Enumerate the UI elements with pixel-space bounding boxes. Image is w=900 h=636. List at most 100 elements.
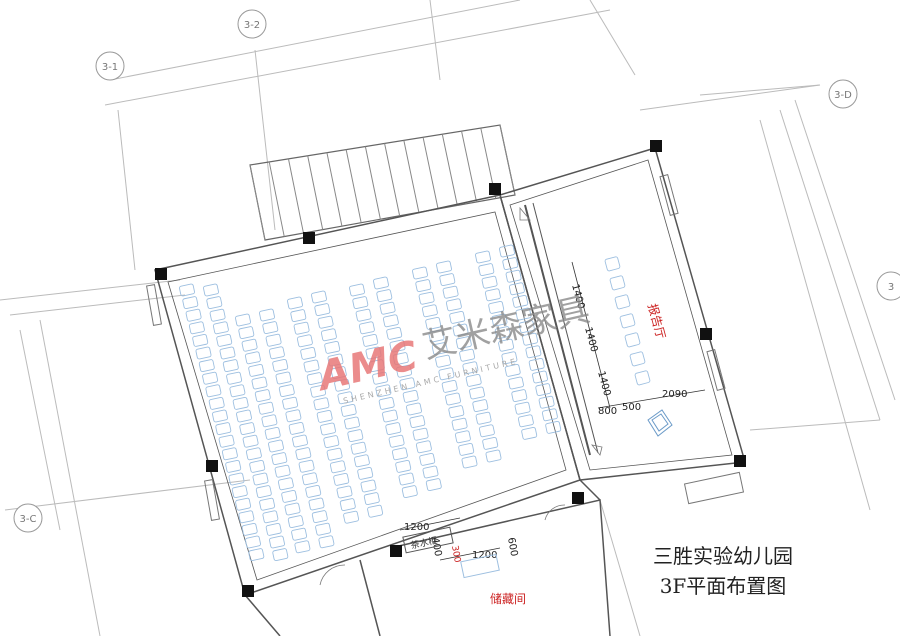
chair [535, 383, 552, 397]
chair [252, 472, 269, 486]
chair [248, 548, 265, 562]
chair [512, 294, 529, 308]
chair [532, 370, 548, 384]
chair [376, 289, 393, 303]
chair [241, 522, 258, 536]
chair [339, 498, 356, 512]
chair [282, 396, 299, 410]
chair [265, 522, 282, 536]
chair [386, 326, 403, 340]
dim-2090: 2090 [662, 389, 687, 400]
dimension-lines [399, 261, 706, 561]
chair [518, 320, 535, 334]
chair [284, 502, 301, 516]
chair [343, 510, 360, 524]
chair [261, 414, 278, 428]
chair [382, 314, 399, 328]
chair [431, 342, 448, 356]
dim-1400-c: 1400 [595, 370, 612, 397]
chair [478, 263, 495, 277]
chair [340, 403, 357, 417]
chair [262, 510, 279, 524]
chair [198, 359, 215, 373]
chair [221, 447, 238, 461]
chair [352, 296, 369, 310]
chair [422, 465, 439, 479]
chair [179, 283, 195, 297]
chair [441, 379, 458, 393]
podium-chair [634, 370, 651, 386]
axis-label-3-2: 3-2 [244, 20, 260, 31]
chair [349, 283, 365, 297]
chair [264, 426, 281, 440]
chair [439, 273, 456, 287]
doors [319, 206, 603, 586]
stair-step [422, 137, 439, 209]
chair [545, 420, 562, 434]
chair [504, 363, 521, 377]
chair [320, 328, 337, 342]
chair [378, 396, 395, 410]
chair [452, 323, 469, 337]
chair [290, 309, 307, 323]
chair [385, 422, 402, 436]
staircase [249, 124, 516, 241]
stair-step [345, 149, 362, 223]
chair [372, 371, 389, 385]
chair [365, 346, 382, 360]
chair [272, 548, 289, 562]
axis-label-3-1: 3-1 [102, 62, 118, 73]
chair [262, 321, 279, 335]
chair [389, 339, 406, 353]
chair [295, 447, 312, 461]
chair [188, 321, 205, 335]
chair [303, 359, 320, 373]
chair [484, 288, 501, 302]
chair [329, 460, 346, 474]
chair [412, 427, 429, 441]
axis-label-3: 3 [888, 282, 894, 293]
chair [317, 315, 334, 329]
chair [229, 384, 246, 398]
chair [195, 346, 212, 360]
lectern [647, 409, 673, 437]
chair [272, 358, 289, 372]
chair [298, 459, 315, 473]
chair [459, 348, 476, 362]
chair [205, 384, 222, 398]
stair-step [384, 143, 401, 216]
chair [292, 434, 308, 448]
chair [367, 504, 384, 518]
chair [517, 414, 534, 428]
chair [462, 361, 479, 375]
dim-400: 400 [429, 537, 443, 558]
chair [350, 441, 367, 455]
podium-chair [624, 332, 641, 348]
dim-300: 300 [449, 545, 462, 564]
chair [277, 477, 294, 491]
chair [305, 484, 322, 498]
chair [235, 497, 252, 511]
chair [245, 447, 262, 461]
chair [375, 384, 392, 398]
chair [353, 454, 370, 468]
chair [242, 434, 259, 448]
chair [469, 386, 485, 400]
chair [538, 395, 555, 409]
chair [271, 452, 288, 466]
stair-step [326, 152, 343, 227]
chair [412, 266, 428, 280]
chair [249, 459, 266, 473]
chair [382, 409, 398, 423]
chair [451, 417, 468, 431]
chair [347, 429, 364, 443]
chair [219, 346, 236, 360]
chair [311, 290, 327, 304]
chair [515, 307, 532, 321]
sink [460, 553, 500, 579]
chair [301, 472, 318, 486]
chair [336, 485, 353, 499]
chair [409, 415, 426, 429]
chair [226, 371, 243, 385]
